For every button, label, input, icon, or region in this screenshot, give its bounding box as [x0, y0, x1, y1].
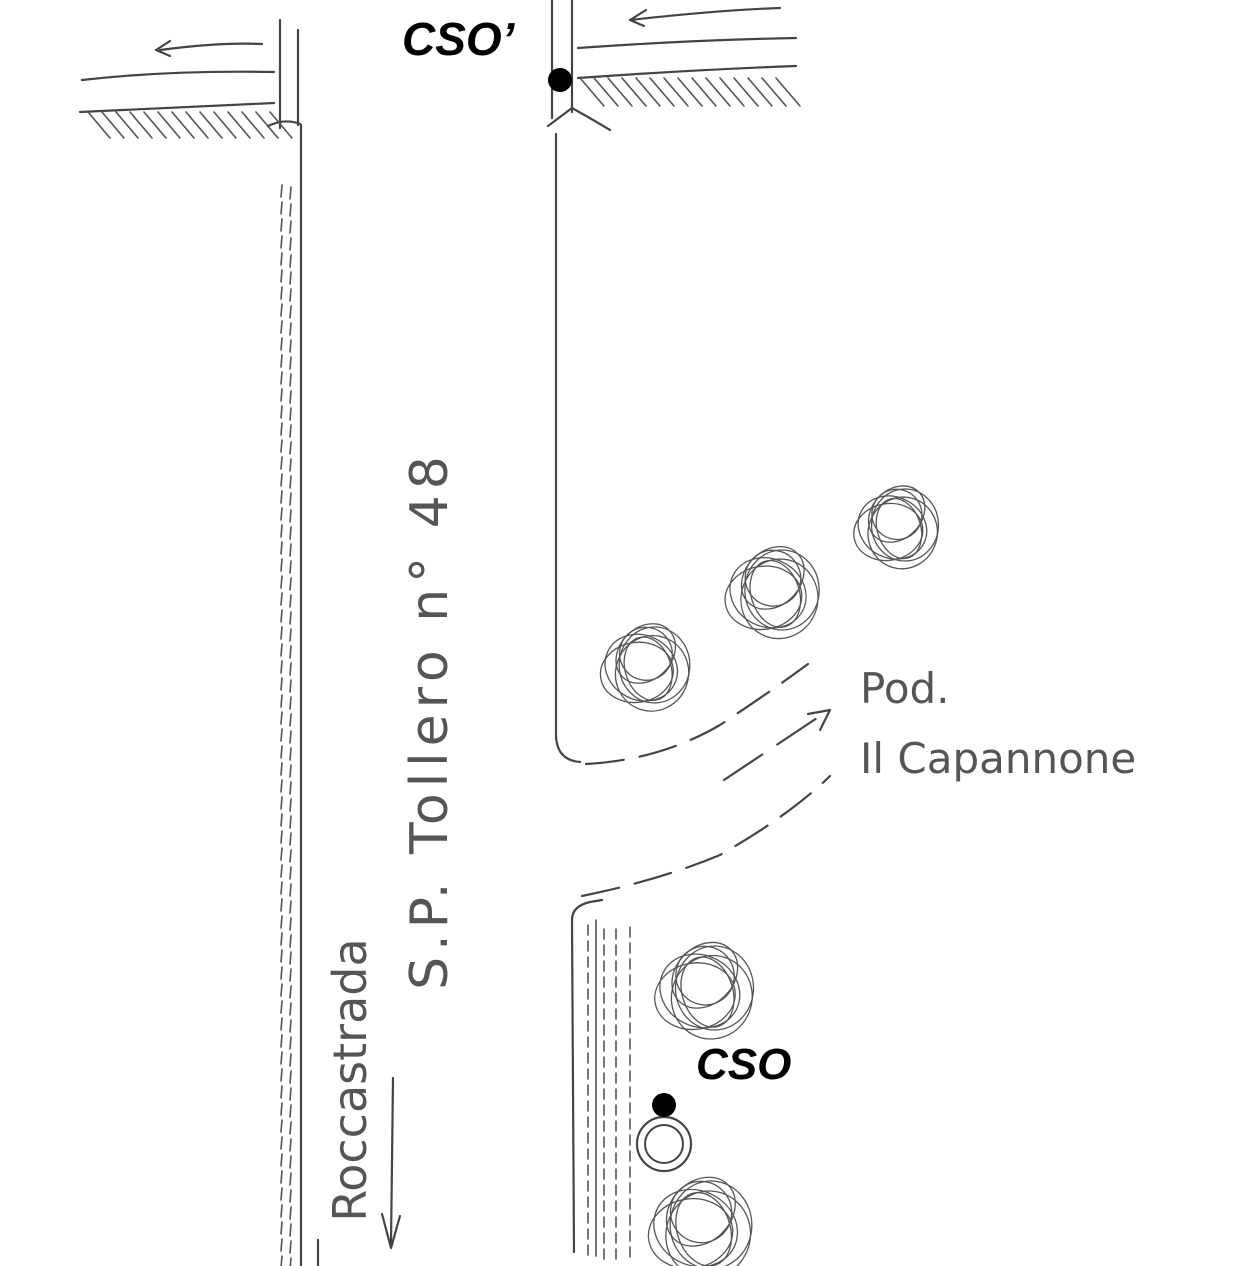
road-name-label: S.P. Tollero n° 48 — [400, 450, 460, 990]
tree-scribble-icon — [724, 545, 820, 640]
right-embankment-hatching — [587, 919, 631, 1260]
road-right-edge-lower — [570, 898, 604, 1254]
tree-scribble-icon — [647, 1176, 753, 1266]
well-circle-icon — [635, 1115, 693, 1173]
direction-town-label: Roccastrada — [323, 938, 377, 1222]
side-road — [580, 662, 832, 898]
farm-label-line1: Pod. — [860, 664, 950, 713]
cso-prime-marker — [548, 68, 572, 92]
tree-scribble-icon — [599, 623, 691, 712]
top-right-ditch — [546, 0, 801, 132]
tree-scribble-icon — [853, 485, 940, 570]
trees — [599, 485, 940, 1266]
top-left-ditch — [78, 18, 302, 139]
cso-marker — [652, 1093, 676, 1117]
direction-arrow-icon — [380, 1076, 402, 1250]
left-embankment-hatching — [280, 184, 292, 1266]
junction-corner-upper — [554, 732, 582, 764]
cso-label: CSO — [696, 1040, 792, 1089]
tree-scribble-icon — [654, 941, 755, 1040]
farm-label-line2: Il Capannone — [860, 734, 1137, 783]
cso-prime-label: CSO’ — [402, 13, 515, 65]
